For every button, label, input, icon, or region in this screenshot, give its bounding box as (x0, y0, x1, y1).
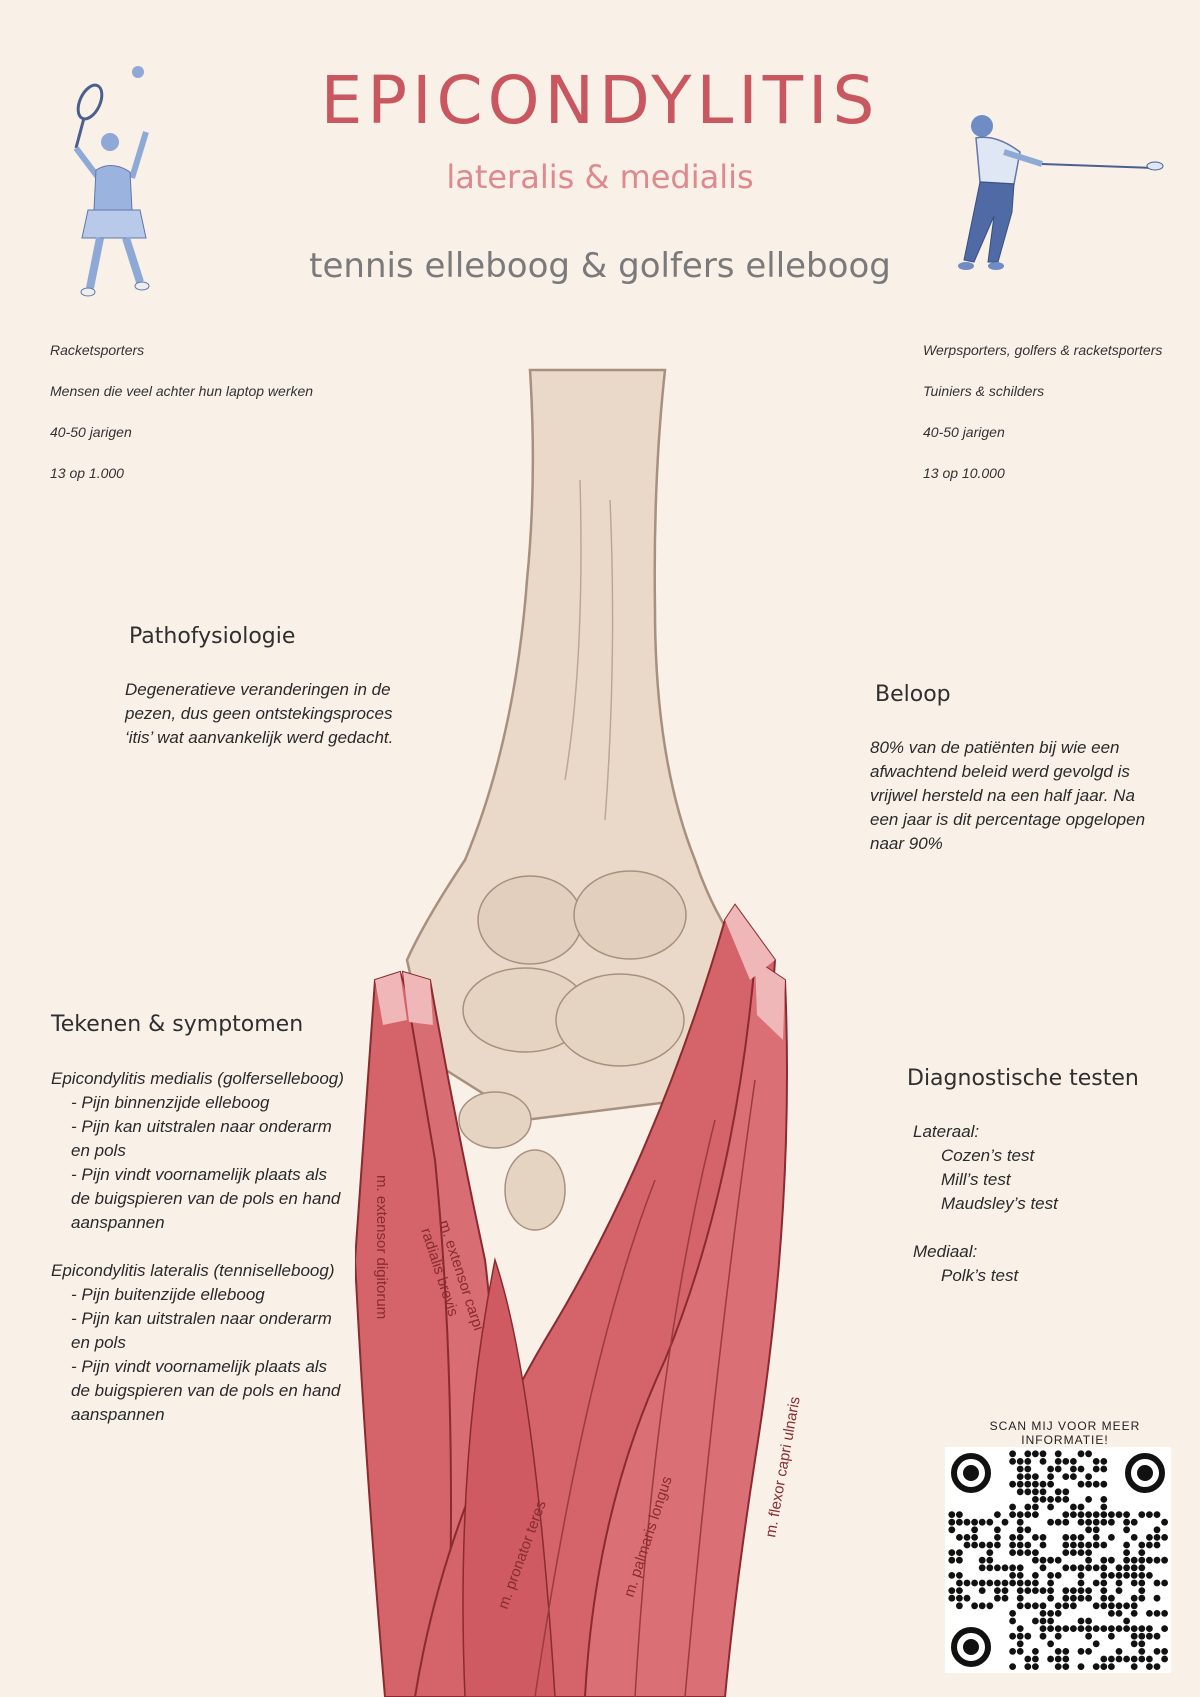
tennis-player-illustration (73, 66, 150, 297)
list-item: Racketsporters (50, 342, 145, 358)
beloop-text: 80% van de patiënten bij wie een afwacht… (870, 738, 1146, 853)
page-subtitle: lateralis & medialis (446, 158, 754, 196)
label-extensor-digitorum: m. extensor digitorum (373, 1175, 390, 1319)
page-title: EPICONDYLITIS (320, 62, 880, 139)
list-item: 13 op 10.000 (923, 465, 1005, 481)
risk-groups-lateral: Racketsporters Mensen die veel achter hu… (50, 342, 390, 506)
risk-groups-medial: Werpsporters, golfers & racketsporters T… (923, 342, 1183, 506)
pathofysiologie-text: Degeneratieve veranderingen in de pezen,… (125, 680, 394, 747)
beloop-heading: Beloop (875, 682, 951, 707)
elbow-anatomy-illustration: m. extensor digitorum m. extensor carpi … (355, 368, 804, 1697)
qr-code[interactable] (945, 1447, 1171, 1673)
qr-finder-bottom-left (951, 1627, 991, 1667)
qr-finder-top-right (1125, 1453, 1165, 1493)
golfer-illustration (958, 115, 1164, 270)
list-item: 13 op 1.000 (50, 465, 124, 481)
tekenen-heading: Tekenen & symptomen (51, 1012, 304, 1037)
list-item: Mensen die veel achter hun laptop werken (50, 383, 314, 399)
list-item: Tuiniers & schilders (923, 383, 1045, 399)
pathofysiologie-heading: Pathofysiologie (129, 624, 296, 649)
qr-caption: SCAN MIJ VOOR MEER INFORMATIE! (989, 1419, 1141, 1447)
label-flexor-carpi-ulnaris: m. flexor capri ulnaris (762, 1395, 803, 1538)
lateralis-title: Epicondylitis lateralis (tenniselleboog) (51, 1261, 335, 1280)
list-item: 40-50 jarigen (923, 424, 1005, 440)
diagnostiek-heading: Diagnostische testen (907, 1066, 1139, 1091)
diagnostiek-text: Lateraal: Cozen’s test Mill’s test Mauds… (913, 1122, 1058, 1285)
tekenen-text: Epicondylitis medialis (golferselleboog)… (51, 1067, 371, 1427)
list-item: Werpsporters, golfers & racketsporters (923, 342, 1163, 358)
page-tagline: tennis elleboog & golfers elleboog (309, 246, 891, 286)
qr-finder-top-left (951, 1453, 991, 1493)
medialis-title: Epicondylitis medialis (golferselleboog) (51, 1069, 344, 1088)
list-item: 40-50 jarigen (50, 424, 132, 440)
